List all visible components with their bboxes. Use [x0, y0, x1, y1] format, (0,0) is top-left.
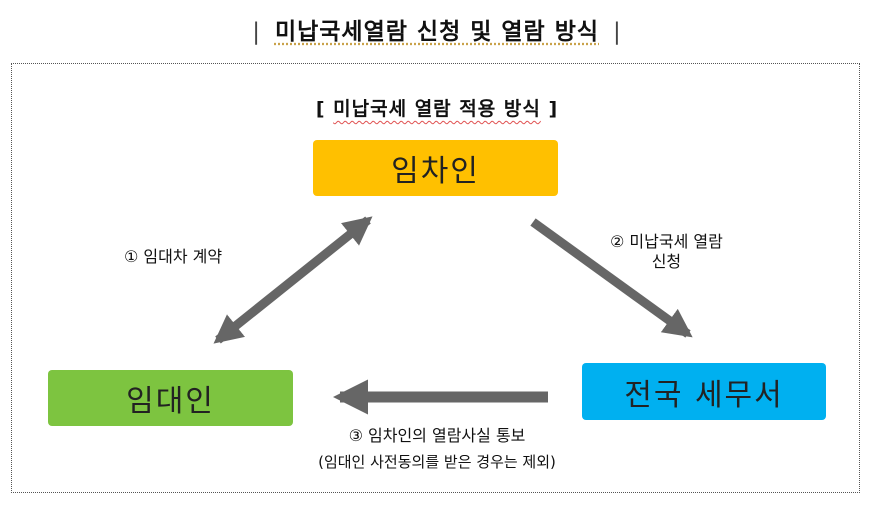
edge-label-step3: ③ 임차인의 열람사실 통보	[348, 426, 526, 445]
node-landlord: 임대인	[48, 370, 293, 426]
edge-label-step2: ② 미납국세 열람 신청	[610, 232, 723, 272]
arrow-tenant-landlord	[213, 216, 373, 344]
diagram-title: | 미납국세열람 신청 및 열람 방식 |	[0, 12, 874, 46]
edge-label-step2-line2: 신청	[651, 252, 682, 271]
node-tax-office: 전국 세무서	[582, 363, 826, 420]
subtitle-open-bracket: [	[315, 98, 326, 120]
title-text: 미납국세열람 신청 및 열람 방식	[274, 19, 600, 45]
edge-label-step2-line1: ② 미납국세 열람	[610, 232, 723, 251]
edge-label-step1: ① 임대차 계약	[124, 247, 223, 266]
node-tenant: 임차인	[313, 140, 558, 196]
subtitle-close-bracket: ]	[548, 98, 559, 120]
title-right-bar: |	[613, 19, 622, 45]
diagram-frame	[11, 63, 860, 493]
title-left-bar: |	[252, 19, 261, 45]
diagram-subtitle: [ 미납국세 열람 적용 방식 ]	[0, 94, 874, 121]
subtitle-text: 미납국세 열람 적용 방식	[333, 98, 541, 120]
edge-label-step3-note: (임대인 사전동의를 받은 경우는 제외)	[318, 453, 556, 471]
arrow-tenant-taxoffice	[530, 218, 693, 338]
